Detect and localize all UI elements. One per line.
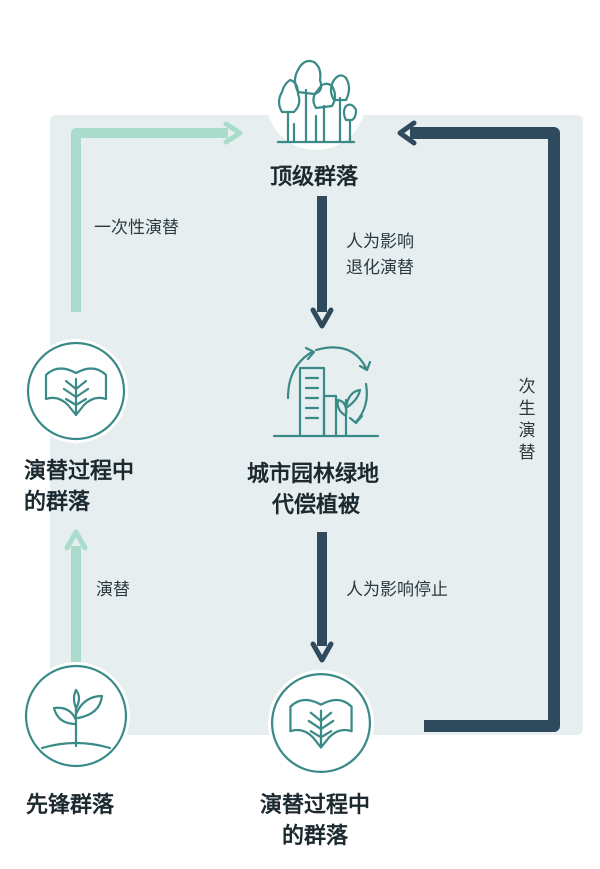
- pioneer-community-label: 先锋群落: [26, 793, 115, 818]
- succession-label: 演替: [96, 580, 130, 600]
- sprout-icon: [24, 664, 128, 768]
- leaf-icon: [270, 672, 372, 774]
- secondary-succession-label: 次生演替: [518, 377, 536, 463]
- urban-green-label-line2: 代偿植被: [272, 493, 361, 518]
- bottom-mid-community-label-line1: 演替过程中: [260, 793, 371, 818]
- impact-stop-arrow: [310, 532, 334, 663]
- diagram-background-panel: [50, 115, 583, 735]
- primary-succession-label: 一次性演替: [94, 218, 179, 238]
- left-mid-community-label-line1: 演替过程中: [24, 459, 135, 484]
- primary-succession-arrow: [71, 121, 243, 312]
- degradation-arrow: [310, 196, 334, 329]
- leaf-icon: [26, 341, 126, 441]
- secondary-succession-arrow: [397, 120, 560, 732]
- urban-green-label-line1: 城市园林绿地: [247, 462, 380, 487]
- left-mid-community-label-line2: 的群落: [24, 490, 91, 515]
- forest-icon: [276, 59, 358, 144]
- impact-stop-label: 人为影响停止: [346, 580, 448, 600]
- city-recycle-icon: [272, 346, 380, 438]
- climax-community-label: 顶级群落: [270, 165, 359, 190]
- degradation-label-line1: 人为影响: [346, 232, 414, 252]
- bottom-mid-community-label-line2: 的群落: [282, 824, 349, 849]
- succession-arrow: [64, 529, 88, 662]
- degradation-label-line2: 退化演替: [346, 258, 414, 278]
